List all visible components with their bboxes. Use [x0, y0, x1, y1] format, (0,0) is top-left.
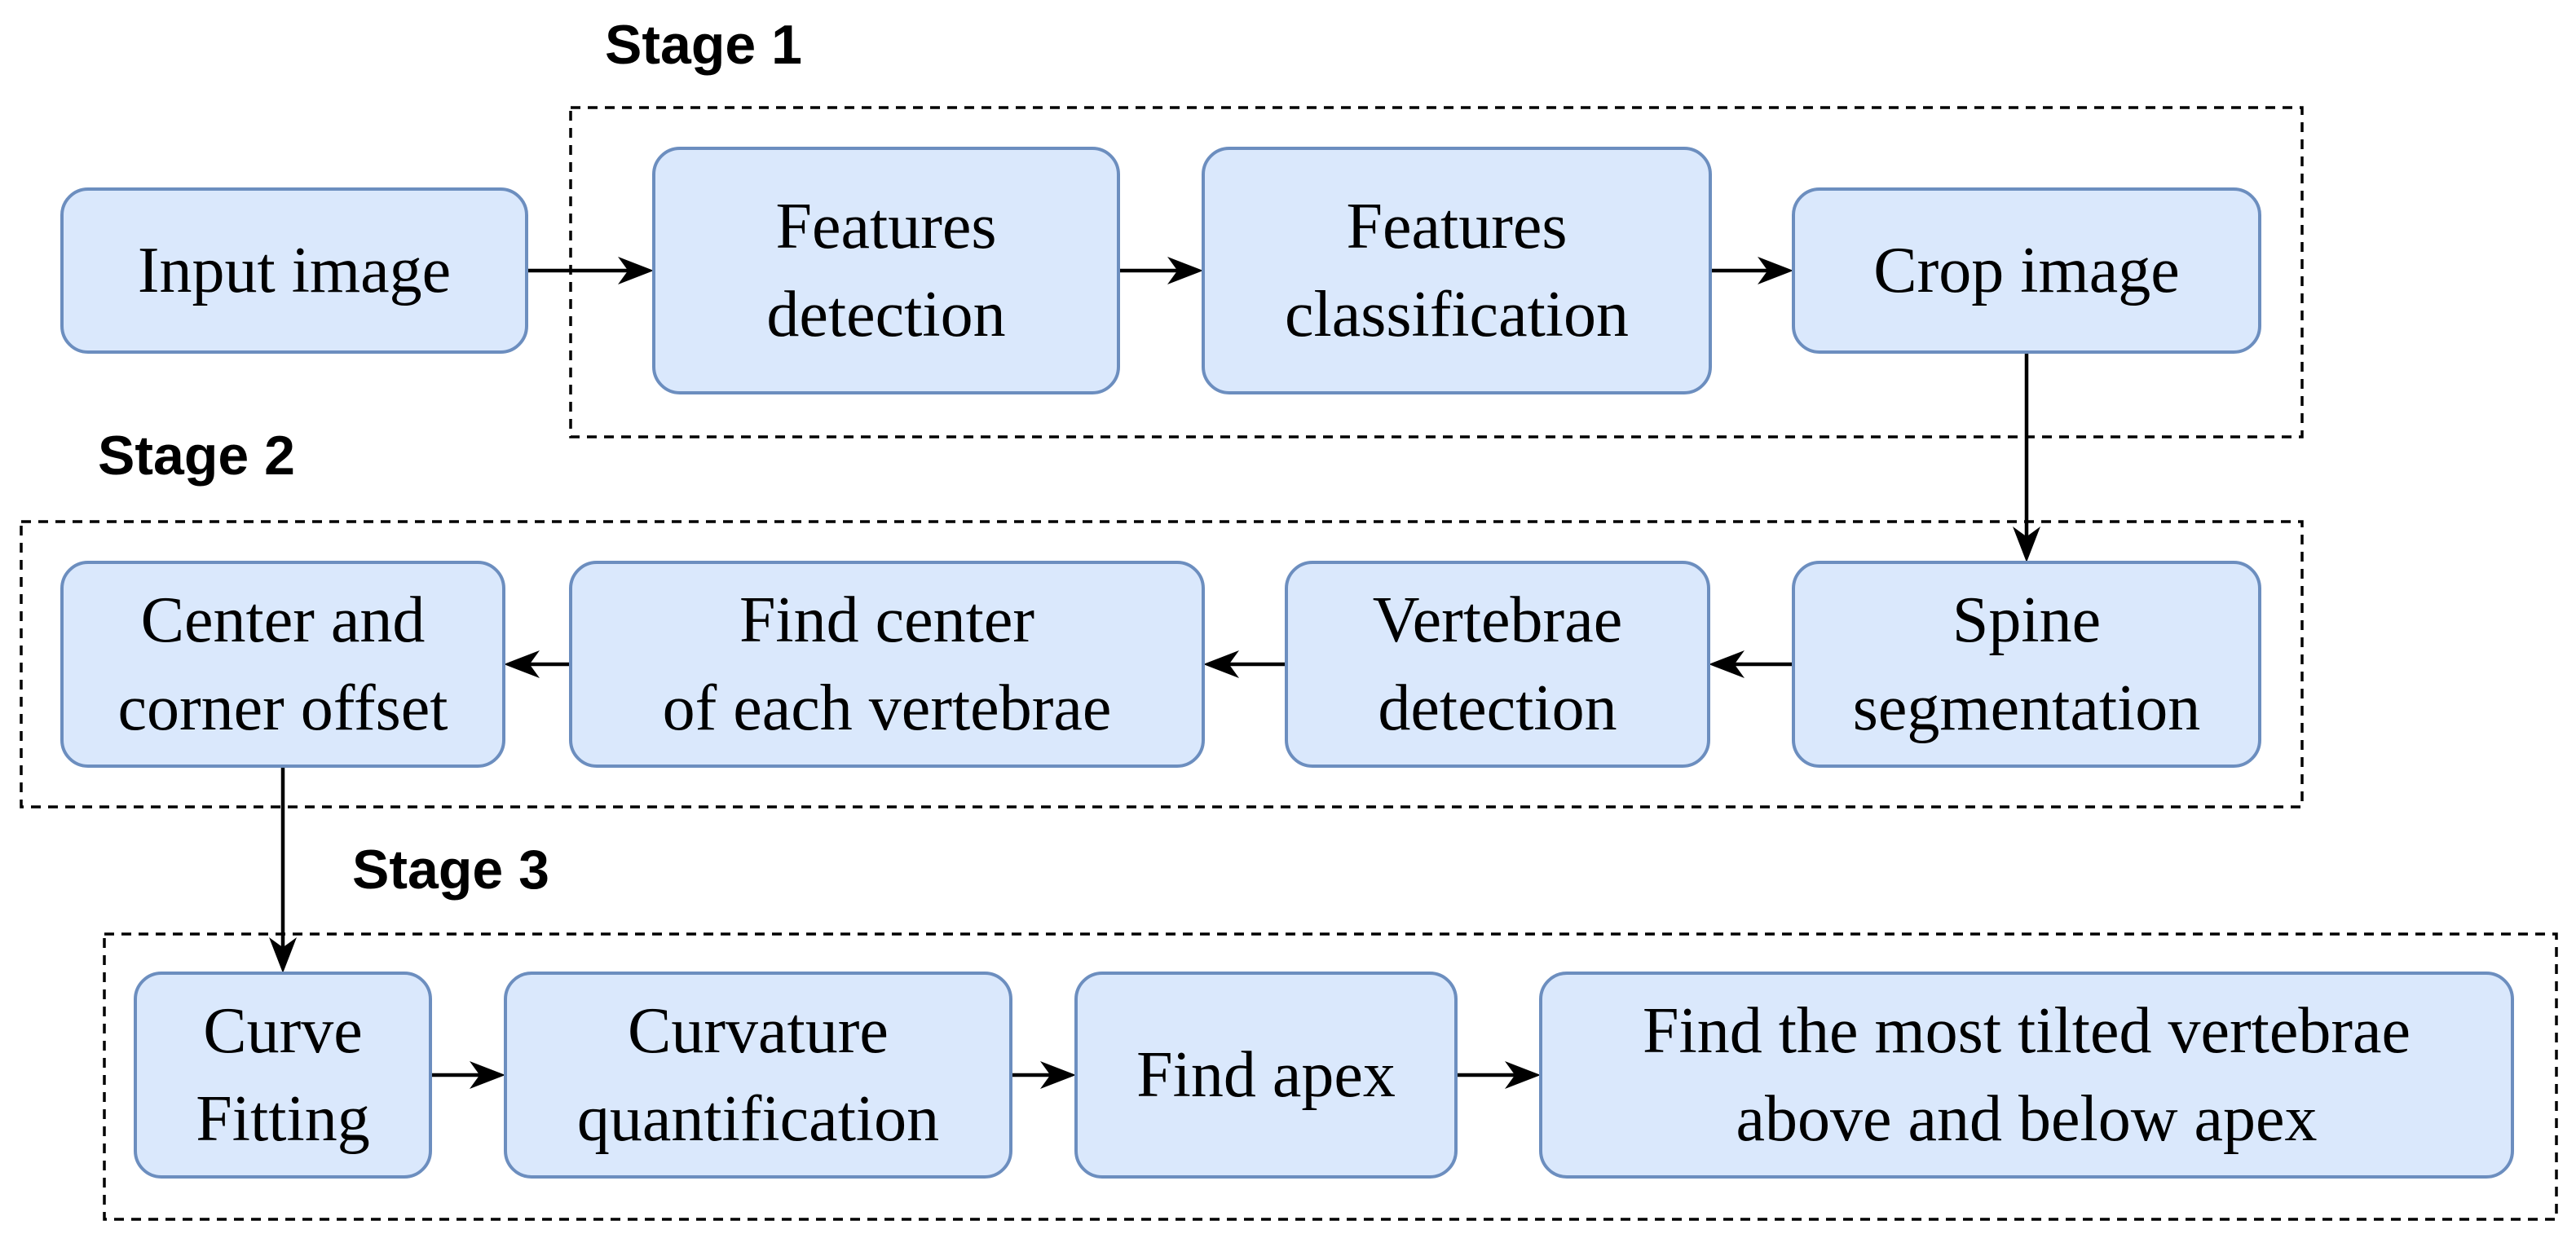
- node-features-detection: Features detection: [652, 147, 1120, 394]
- node-label-find-most-tilted: above and below apex: [1736, 1083, 2317, 1155]
- edges: [269, 257, 2040, 1089]
- node-label-find-most-tilted: Find the most tilted vertebrae: [1643, 995, 2411, 1067]
- node-label-vertebrae-detection: Vertebrae: [1373, 584, 1622, 656]
- stage-2-title: Stage 2: [98, 425, 295, 487]
- edge-vertebrae-detection-to-find-center: [1203, 650, 1286, 678]
- node-box-features-detection: [652, 147, 1120, 394]
- node-center-corner-offset: Center and corner offset: [60, 561, 505, 768]
- node-box-find-most-tilted: [1539, 972, 2514, 1179]
- node-features-classification: Features classification: [1202, 147, 1712, 394]
- node-label-curvature-quantification: quantification: [577, 1083, 939, 1155]
- node-box-center-corner-offset: [60, 561, 505, 768]
- node-find-center: Find center of each vertebrae: [569, 561, 1205, 768]
- node-label-vertebrae-detection: detection: [1378, 672, 1617, 744]
- node-box-input-image: [60, 187, 528, 354]
- node-find-most-tilted: Find the most tilted vertebrae above and …: [1539, 972, 2514, 1179]
- node-label-features-detection: Features: [775, 191, 996, 262]
- edge-find-apex-to-find-most-tilted: [1456, 1061, 1541, 1089]
- node-input-image: Input image: [60, 187, 528, 354]
- node-curvature-quantification: Curvature quantification: [504, 972, 1012, 1179]
- edge-features-detection-to-features-classification: [1118, 257, 1203, 284]
- node-label-find-center: of each vertebrae: [663, 672, 1112, 744]
- node-box-vertebrae-detection: [1285, 561, 1710, 768]
- edge-spine-segmentation-to-vertebrae-detection: [1709, 650, 1793, 678]
- node-label-spine-segmentation: segmentation: [1853, 672, 2201, 744]
- node-find-apex: Find apex: [1074, 972, 1458, 1179]
- node-label-find-center: Find center: [739, 584, 1034, 656]
- node-box-crop-image: [1792, 187, 2261, 354]
- edge-features-classification-to-crop-image: [1710, 257, 1793, 284]
- node-label-features-detection: detection: [766, 279, 1005, 350]
- node-vertebrae-detection: Vertebrae detection: [1285, 561, 1710, 768]
- edge-curve-fitting-to-curvature-quantification: [430, 1061, 505, 1089]
- edge-center-corner-offset-to-curve-fitting: [269, 766, 297, 973]
- node-label-find-apex: Find apex: [1136, 1039, 1396, 1111]
- edge-crop-image-to-spine-segmentation: [2013, 352, 2040, 562]
- stage-3-frame: [103, 932, 2558, 1221]
- node-spine-segmentation: Spine segmentation: [1792, 561, 2261, 768]
- edge-curvature-quantification-to-find-apex: [1011, 1061, 1076, 1089]
- node-label-curve-fitting: Curve: [203, 995, 363, 1067]
- node-label-curve-fitting: Fitting: [196, 1083, 369, 1155]
- stage-3-title: Stage 3: [352, 839, 549, 901]
- node-box-spine-segmentation: [1792, 561, 2261, 768]
- node-box-features-classification: [1202, 147, 1712, 394]
- node-crop-image: Crop image: [1792, 187, 2261, 354]
- stage-2-frame: [20, 520, 2304, 809]
- node-box-curvature-quantification: [504, 972, 1012, 1179]
- stage-1-title: Stage 1: [605, 14, 802, 76]
- node-label-center-corner-offset: corner offset: [118, 672, 448, 744]
- node-label-curvature-quantification: Curvature: [628, 995, 889, 1067]
- node-label-crop-image: Crop image: [1873, 235, 2179, 306]
- node-label-spine-segmentation: Spine: [1952, 584, 2101, 656]
- node-label-center-corner-offset: Center and: [141, 584, 426, 656]
- node-label-features-classification: classification: [1285, 279, 1629, 350]
- edge-find-center-to-center-corner-offset: [504, 650, 571, 678]
- nodes: Input image Features detection Features clas…: [60, 147, 2514, 1179]
- edge-input-image-to-features-detection: [527, 257, 654, 284]
- node-box-find-center: [569, 561, 1205, 768]
- node-box-find-apex: [1074, 972, 1458, 1179]
- node-label-input-image: Input image: [138, 235, 451, 306]
- node-box-curve-fitting: [134, 972, 432, 1179]
- node-label-features-classification: Features: [1346, 191, 1567, 262]
